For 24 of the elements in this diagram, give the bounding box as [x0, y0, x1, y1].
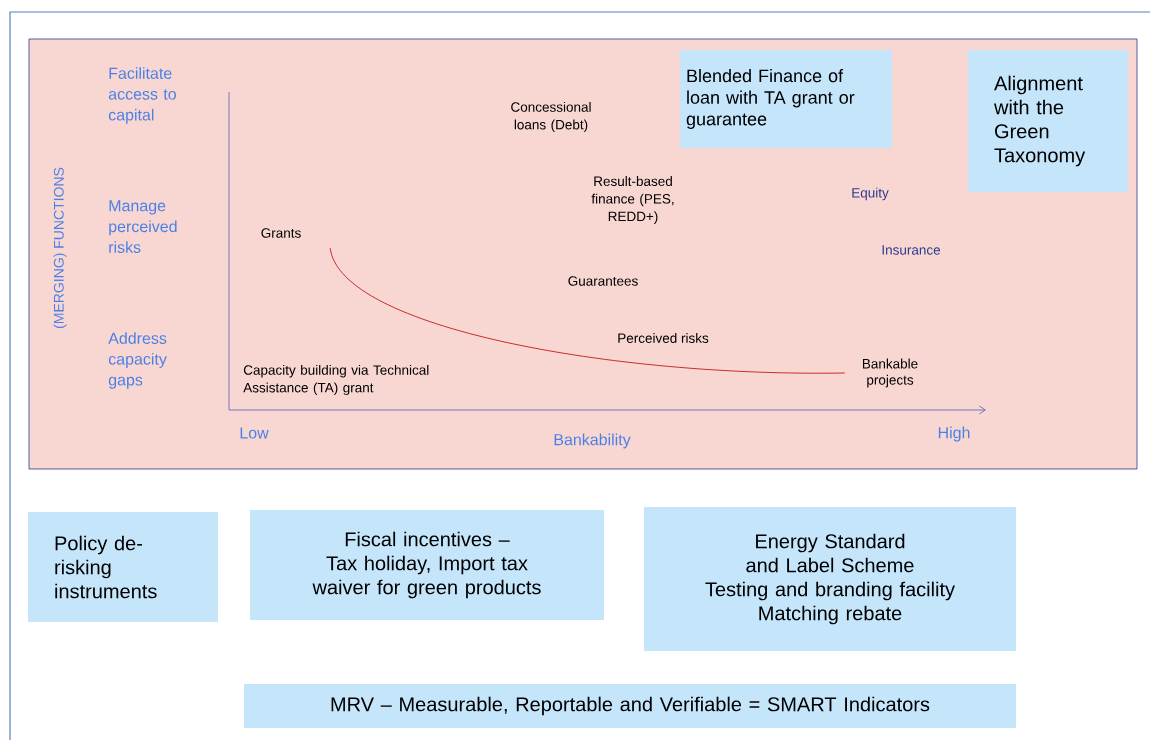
axis-title: Bankability — [554, 433, 631, 449]
instrument-label: Capacity building via Technical Assistance (TA) grant — [243, 364, 429, 396]
policy-box: Policy de-risking instruments — [28, 512, 218, 622]
instrument-label: Guarantees — [568, 276, 638, 286]
blended-finance-box: Blended Finance of loan with TA grant or guarantee — [680, 50, 892, 148]
function-label: Manage perceived risks — [109, 200, 177, 253]
axis-tick-label: Low — [240, 427, 269, 439]
instrument-label: Result-based finance (PES, REDD+) — [591, 176, 674, 224]
risk-curve — [329, 247, 846, 374]
instrument-label: Equity — [852, 187, 889, 201]
mrv-box: MRV – Measurable, Reportable and Verifiable = SMART Indicators — [244, 684, 1016, 728]
chart-panel — [28, 38, 1138, 470]
fiscal-box: Fiscal incentives – Tax holiday, Import tax waiver for green products — [250, 510, 604, 620]
axis-tick-label: High — [938, 426, 970, 442]
grants-label: Grants — [261, 228, 301, 238]
axis-title: (MERGING) FUNCTIONS — [53, 167, 67, 328]
instrument-label: Concessional loans (Debt) — [511, 101, 591, 133]
function-label: Address capacity gaps — [108, 332, 167, 389]
curve-label: Perceived risks — [618, 333, 709, 343]
taxonomy-box: Alignment with the Green Taxonomy — [968, 50, 1128, 192]
function-label: Facilitate access to capital — [108, 67, 176, 124]
standard-box: Energy Standard and Label Scheme Testing and branding facility Matching rebate — [644, 507, 1016, 651]
bankable-label: Bankable projects — [863, 358, 918, 388]
instrument-label: Insurance — [882, 245, 941, 255]
